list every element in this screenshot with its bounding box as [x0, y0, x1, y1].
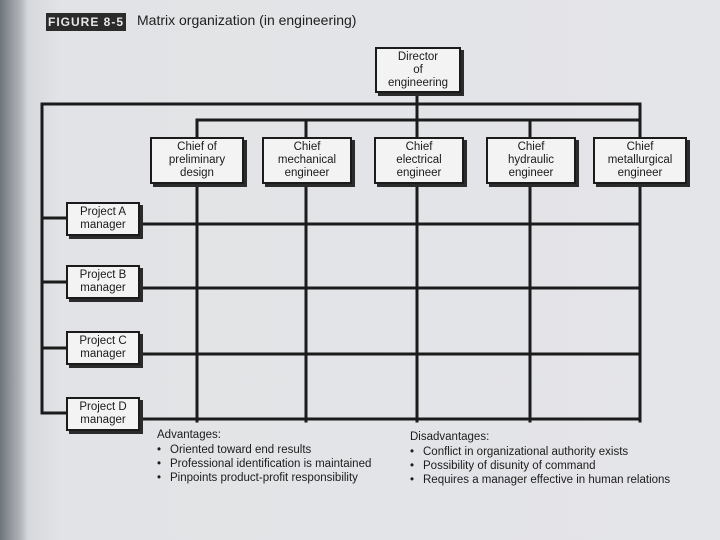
- advantages-title: Advantages:: [157, 429, 221, 441]
- disadvantage-item: •Possibility of disunity of command: [410, 460, 596, 472]
- disadvantages-title: Disadvantages:: [410, 431, 490, 443]
- advantage-item: •Oriented toward end results: [157, 444, 312, 456]
- disadvantage-item: •Conflict in organizational authority ex…: [410, 446, 629, 458]
- chief-box-mechanical: Chief mechanical engineer: [262, 137, 352, 184]
- advantage-item: •Professional identification is maintain…: [157, 458, 372, 470]
- disadvantage-item: •Requires a manager effective in human r…: [410, 474, 671, 486]
- advantage-item: •Pinpoints product-profit responsibility: [157, 472, 358, 484]
- disadvantages-list: Disadvantages: •Conflict in organization…: [410, 430, 670, 487]
- project-box-d: Project D manager: [66, 397, 140, 431]
- chief-box-preliminary-design: Chief of preliminary design: [150, 137, 244, 184]
- figure-title: Matrix organization (in engineering): [137, 12, 357, 28]
- project-box-a: Project A manager: [66, 202, 140, 236]
- project-box-b: Project B manager: [66, 265, 140, 299]
- chief-box-hydraulic: Chief hydraulic engineer: [486, 137, 576, 184]
- figure-label: FIGURE 8-5: [46, 13, 126, 31]
- page-binding-shadow: [0, 0, 28, 540]
- chief-box-electrical: Chief electrical engineer: [374, 137, 464, 184]
- project-box-c: Project C manager: [66, 331, 140, 365]
- advantages-list: Advantages: •Oriented toward end results…: [157, 428, 371, 485]
- director-box: Director of engineering: [375, 47, 461, 93]
- chief-box-metallurgical: Chief metallurgical engineer: [593, 137, 687, 184]
